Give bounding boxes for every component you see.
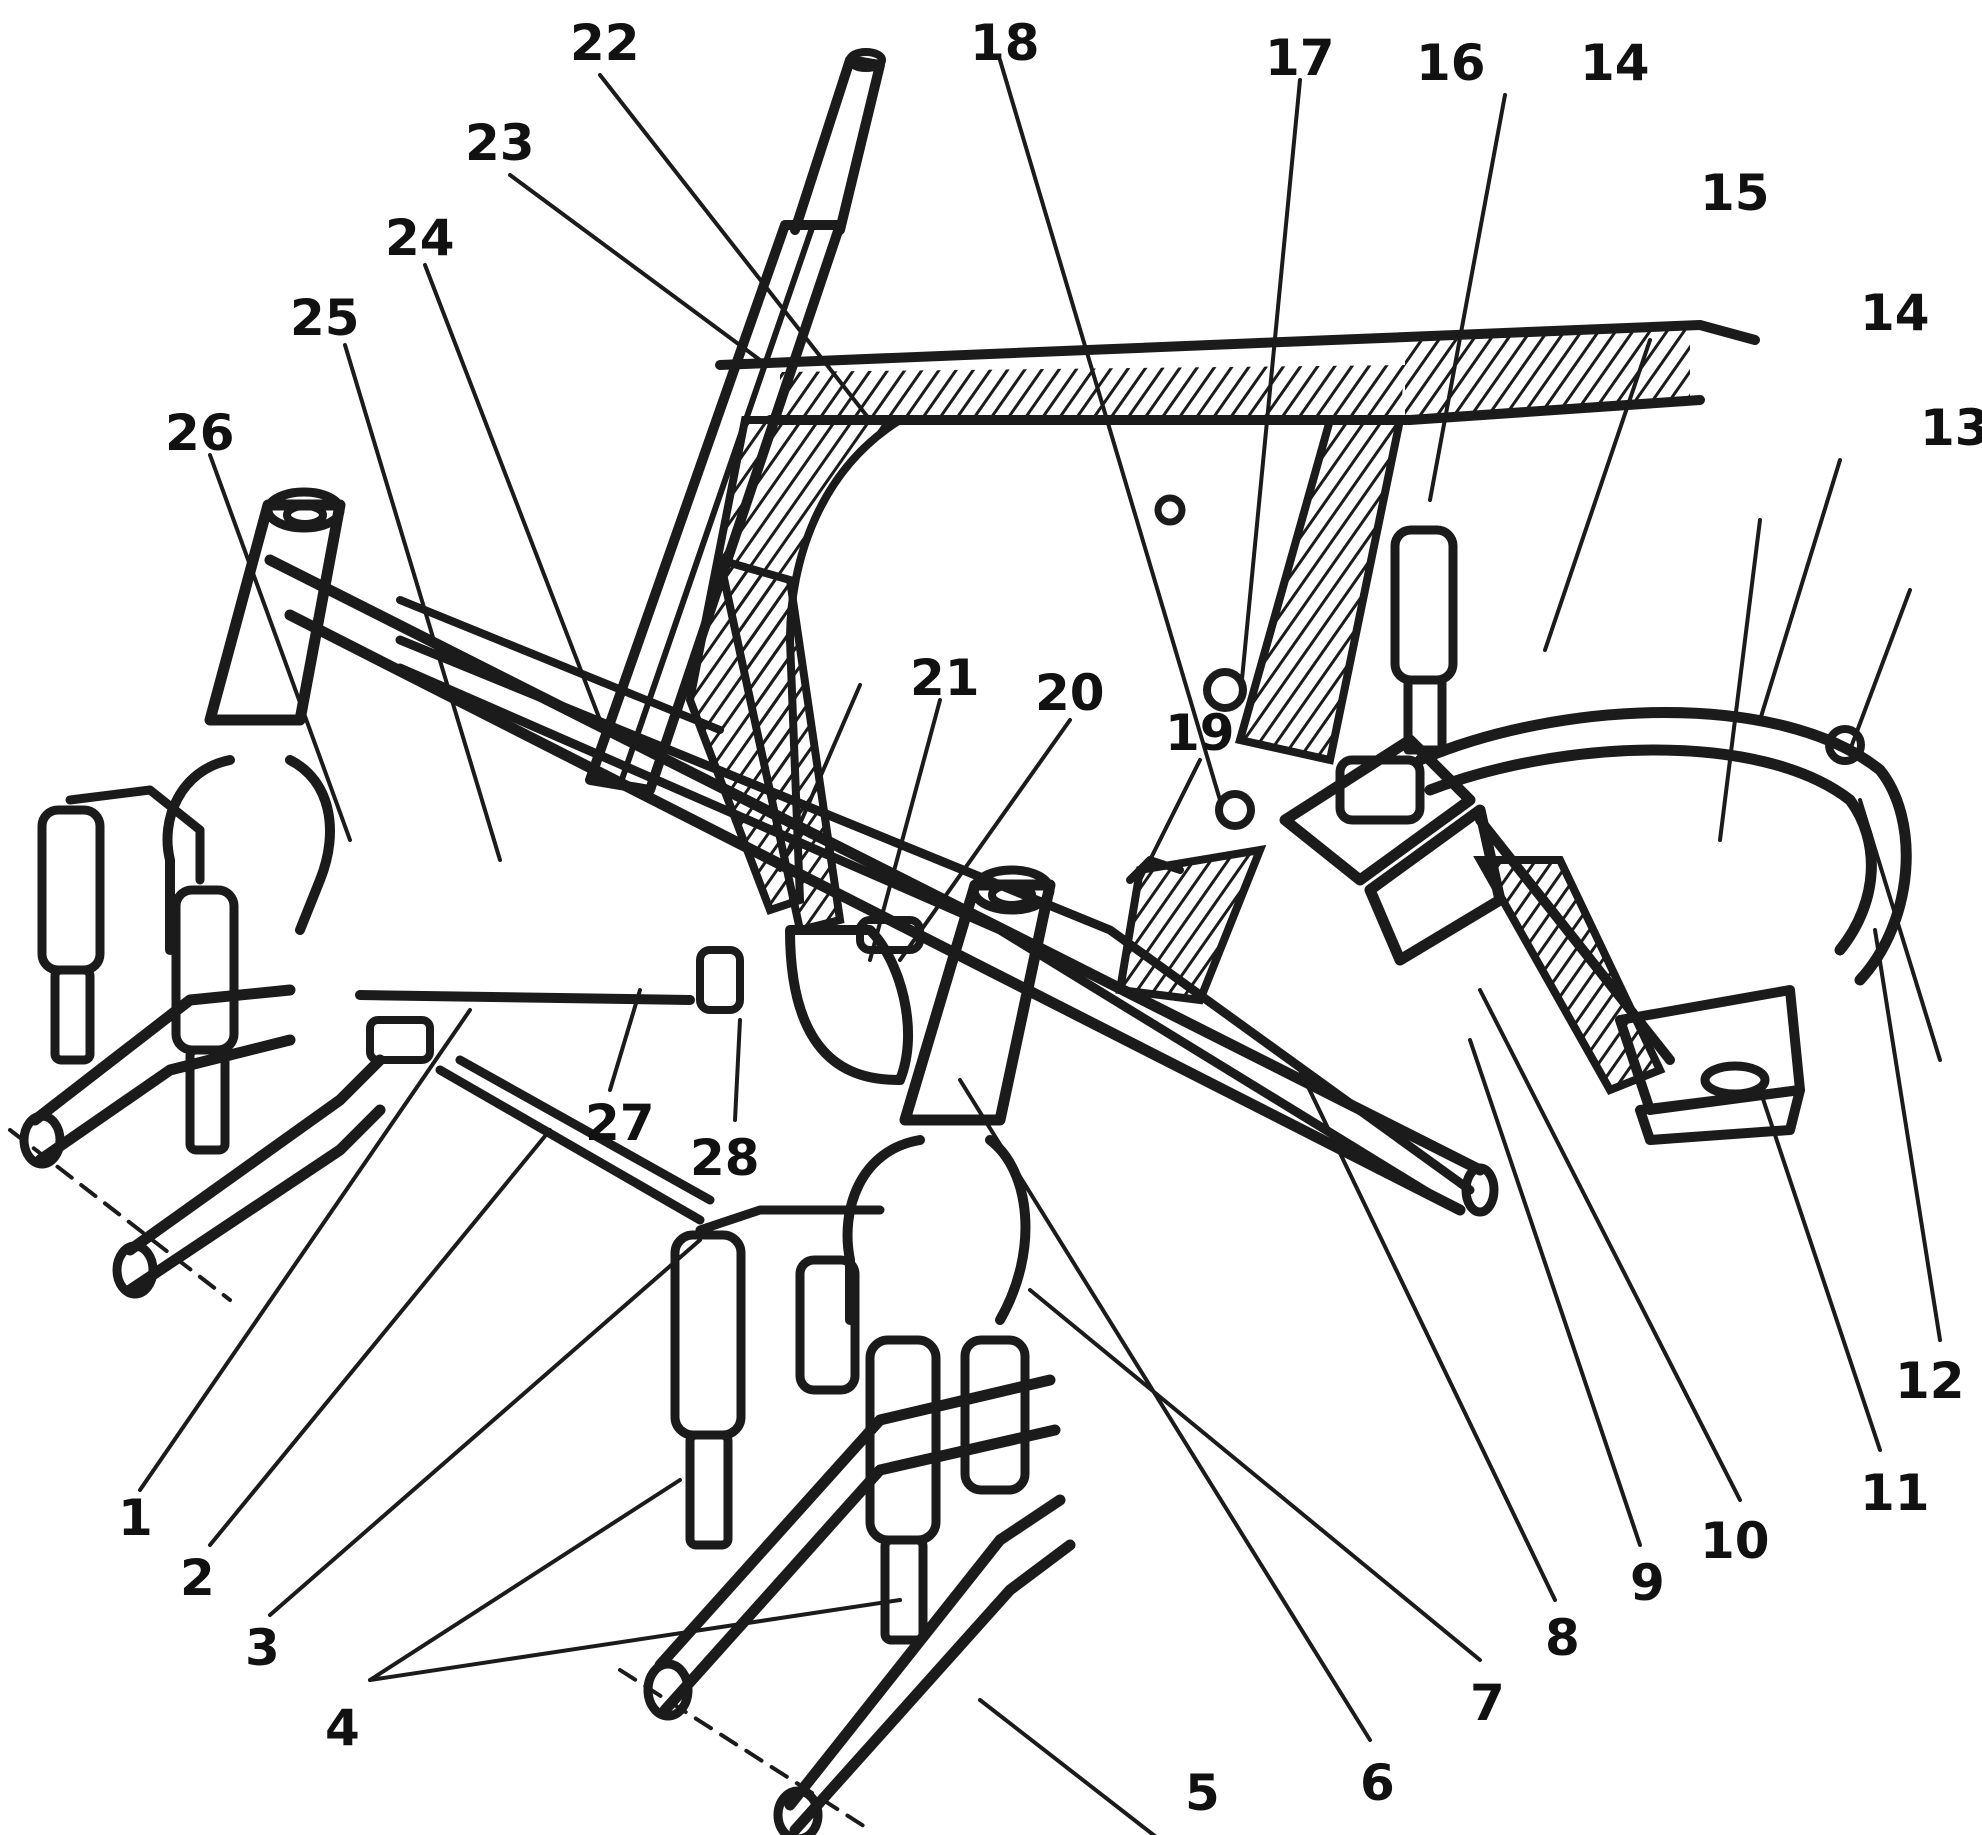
rear-hoop: [1414, 707, 1912, 986]
callout-27: 27: [585, 1094, 655, 1152]
callout-19: 19: [1165, 704, 1235, 762]
leader-lines: [138, 58, 1942, 1835]
callout-14-right: 14: [1860, 284, 1930, 342]
callout-16: 16: [1416, 34, 1486, 92]
callout-12: 12: [1895, 1352, 1965, 1410]
central-hub: [696, 916, 924, 1085]
callout-17: 17: [1265, 29, 1335, 87]
callout-3: 3: [245, 1619, 280, 1677]
callout-1: 1: [118, 1489, 153, 1547]
callout-28: 28: [690, 1129, 760, 1187]
tie-rods: [355, 990, 715, 1225]
callout-25: 25: [290, 289, 360, 347]
rear-shock-absorbers: [1390, 525, 1458, 755]
left-front-wheel-arms: [8, 984, 386, 1302]
rear-mounting-plate: [1615, 985, 1805, 1145]
callout-9: 9: [1630, 1554, 1665, 1612]
callout-23: 23: [465, 114, 535, 172]
callout-7: 7: [1470, 1674, 1505, 1732]
callout-13: 13: [1920, 399, 1982, 457]
callout-6: 6: [1360, 1754, 1395, 1812]
lower-long-strut: [395, 596, 1475, 1205]
callout-20: 20: [1035, 664, 1105, 722]
callout-10: 10: [1700, 1512, 1770, 1570]
left-steering-head: [162, 487, 346, 955]
callout-21: 21: [910, 649, 980, 707]
callout-2: 2: [180, 1549, 215, 1607]
upper-arched-beam: [715, 320, 1760, 526]
callout-5: 5: [1185, 1764, 1220, 1822]
centre-wheel-arms: [618, 1374, 1076, 1835]
callout-14-left: 14: [1580, 34, 1650, 92]
left-front-shock-absorber-pair: [37, 785, 239, 1155]
callout-22: 22: [570, 14, 640, 72]
centre-shock-absorber-pair: [670, 1205, 1030, 1645]
callout-26: 26: [165, 404, 235, 462]
callout-24: 24: [385, 209, 455, 267]
rear-pivot-bracket: [1115, 416, 1405, 1005]
callout-labels: 1 2 3 4 5 6 7 8 9 10 11 12 13 14 14 15 1…: [118, 14, 1982, 1822]
callout-18: 18: [970, 14, 1040, 72]
callout-8: 8: [1545, 1609, 1580, 1667]
callout-11: 11: [1860, 1464, 1930, 1522]
callout-15: 15: [1700, 164, 1770, 222]
steering-head-tube: [585, 48, 886, 795]
callout-4: 4: [325, 1699, 360, 1757]
rear-swing-arm-box: [1279, 734, 1675, 1096]
